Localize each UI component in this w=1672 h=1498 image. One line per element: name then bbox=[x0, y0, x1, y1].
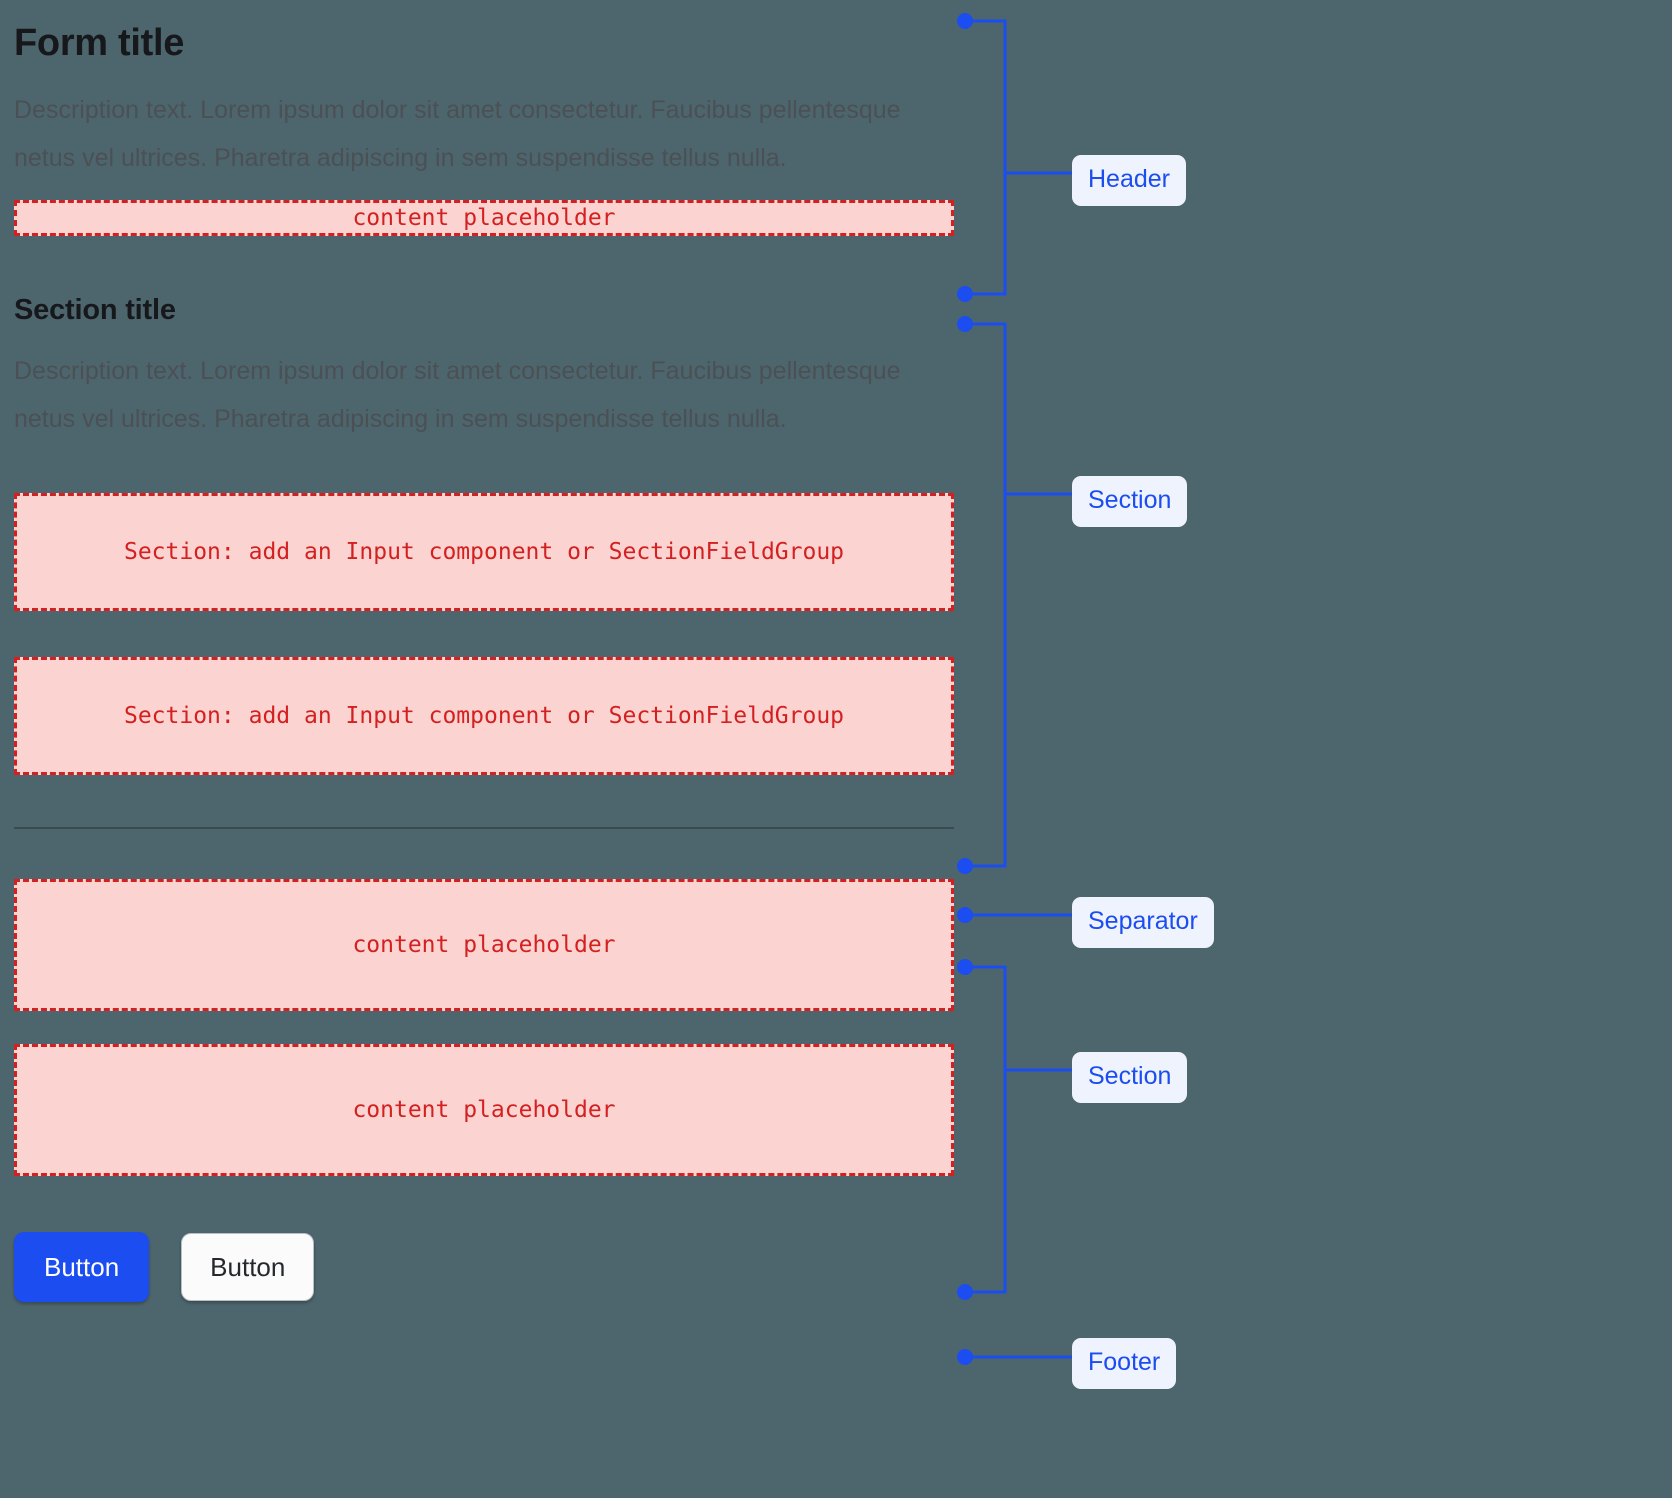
placeholder-label: content placeholder bbox=[352, 204, 616, 231]
section-title: Section title bbox=[14, 293, 176, 326]
placeholder-label: content placeholder bbox=[352, 1097, 616, 1124]
section-field-placeholder: Section: add an Input component or Secti… bbox=[14, 657, 954, 776]
annotation-badge-section-one[interactable]: Section bbox=[1072, 476, 1188, 527]
header-content-placeholder: content placeholder bbox=[14, 199, 954, 236]
annotation-badge-footer[interactable]: Footer bbox=[1072, 1338, 1177, 1389]
section-one-bracket bbox=[965, 322, 1007, 868]
section-description: Description text. Lorem ipsum dolor sit … bbox=[14, 357, 901, 434]
section-two-bracket bbox=[965, 965, 1007, 1294]
form-footer: Button Button bbox=[14, 1232, 954, 1303]
form-description: Description text. Lorem ipsum dolor sit … bbox=[14, 95, 901, 172]
separator bbox=[14, 827, 954, 830]
form-header: Form title Description text. Lorem ipsum… bbox=[14, 22, 954, 236]
primary-button[interactable]: Button bbox=[14, 1232, 150, 1303]
secondary-button[interactable]: Button bbox=[181, 1233, 315, 1302]
placeholder-label: Section: add an Input component or Secti… bbox=[123, 539, 845, 566]
section-content-placeholder: content placeholder bbox=[14, 1044, 954, 1177]
placeholder-label: content placeholder bbox=[352, 932, 616, 959]
annotation-badge-section-two[interactable]: Section bbox=[1072, 1052, 1188, 1103]
placeholder-label: Section: add an Input component or Secti… bbox=[123, 703, 845, 730]
page-title: Form title bbox=[14, 22, 185, 64]
annotation-badge-header[interactable]: Header bbox=[1072, 155, 1186, 206]
form-container: Form title Description text. Lorem ipsum… bbox=[14, 0, 954, 1303]
form-section-one: Section title Description text. Lorem ip… bbox=[14, 293, 954, 776]
header-bracket bbox=[965, 19, 1007, 296]
annotation-badge-separator[interactable]: Separator bbox=[1072, 897, 1214, 948]
section-content-placeholder: content placeholder bbox=[14, 879, 954, 1012]
form-section-two: content placeholder content placeholder bbox=[14, 879, 954, 1177]
annotation-anchor-dots bbox=[957, 13, 973, 1365]
section-field-placeholder: Section: add an Input component or Secti… bbox=[14, 493, 954, 612]
